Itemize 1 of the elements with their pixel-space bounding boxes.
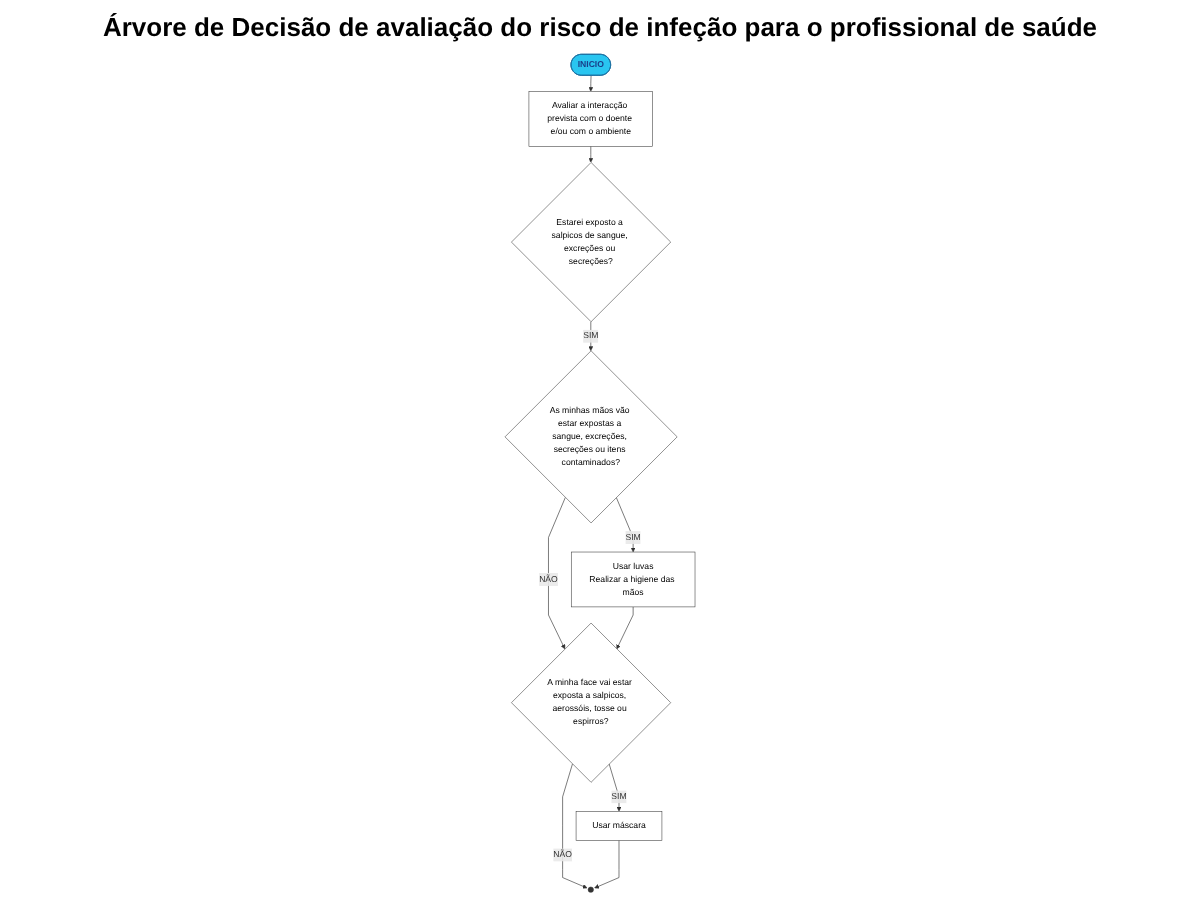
diagram-title: Árvore de Decisão de avaliação do risco de infeção para o profissional de saúde — [102, 12, 1098, 42]
